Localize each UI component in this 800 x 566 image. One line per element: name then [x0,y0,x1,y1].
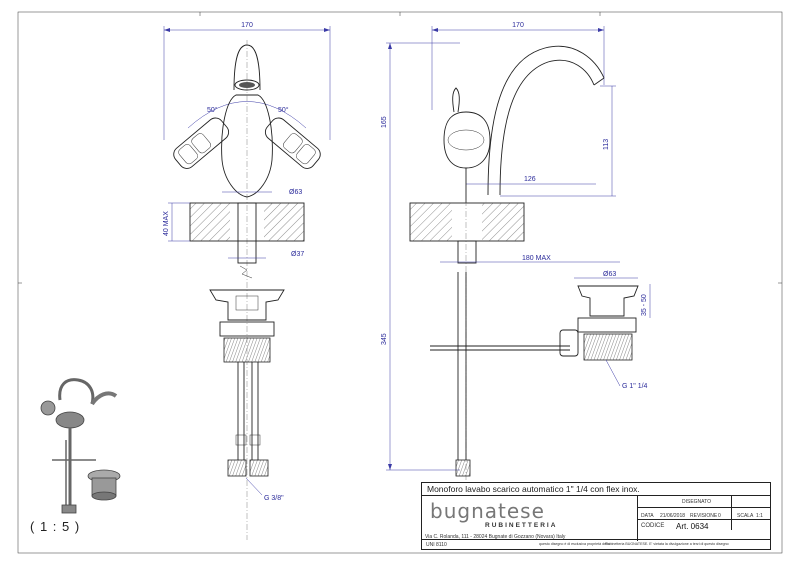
dim-body-diameter: Ø63 [289,189,302,196]
company-logo: bugnatese RUBINETTERIA [422,496,637,532]
title-block: Monoforo lavabo scarico automatico 1" 1/… [421,482,771,550]
dim-waste-thread: G 1" 1/4 [622,383,648,390]
codice-value: Art. 0634 [676,522,709,531]
title-block-footer: UNI 8110 questo disegno è di esclusiva p… [422,539,770,550]
dim-waste-diameter: Ø63 [603,271,616,278]
isometric-sketch [40,378,121,514]
footer-note-1: questo disegno è di esclusiva proprietà … [539,542,610,546]
dim-lever-reach: 180 MAX [522,255,551,262]
drawing-frame [17,11,783,554]
scale-label: ( 1 : 5 ) [30,519,81,534]
dim-inlet-thread: G 3/8" [264,495,284,502]
revisione-label: REVISIONE [690,513,718,519]
data-value: 21/06/2018 [660,513,686,519]
brand-name: bugnatese [430,499,545,523]
title-block-cells: DISEGNATO DATA 21/06/2018 REVISIONE 0 SC… [637,496,771,541]
dim-angle-right: 50° [278,106,289,114]
dim-front-width: 170 [241,22,253,29]
dim-pipe-diameter: Ø37 [291,251,304,258]
dim-total-height: 165 [381,116,388,128]
scala-label: SCALA [737,513,754,519]
front-view: 170 50° 50° Ø63 [163,22,331,540]
brand-subtitle: RUBINETTERIA [485,522,558,529]
dim-side-width: 170 [512,22,524,29]
dim-waste-height: 35 - 50 [641,294,648,316]
scala-value: 1:1 [756,513,763,519]
uni-label: UNI 8110 [426,542,447,548]
dim-lower-length: 345 [381,333,388,345]
dim-base-max: 40 MAX [163,211,170,236]
revisione-value: 0 [718,513,721,519]
disegnato-label: DISEGNATO [682,499,711,505]
data-label: DATA [641,513,654,519]
side-view: 170 165 345 113 126 [381,22,651,480]
dim-spout-height: 113 [603,139,610,150]
dim-spout-reach: 126 [524,176,536,183]
company-address: Via C. Rolanda, 111 - 28024 Bugnate di G… [425,534,566,540]
dim-angle-left: 50° [207,106,218,114]
footer-note-2: Rubinetteria BUGNATESE. E' vietata la di… [605,542,729,546]
drawing-title: Monoforo lavabo scarico automatico 1" 1/… [422,483,770,496]
codice-label: CODICE [641,523,665,529]
